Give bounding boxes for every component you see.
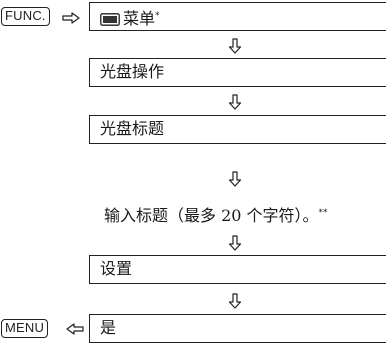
yes-label: 是 [100,318,117,337]
down-arrow-icon [228,235,242,251]
enter-title-note-mark: ** [318,208,328,218]
step-yes: 是 [89,314,386,343]
right-arrow-icon [62,12,80,24]
step-disc-title: 光盘标题 [89,115,386,144]
down-arrow-icon [228,38,242,54]
menu-label: 菜单 [123,9,156,28]
menu-screen-icon [100,13,120,26]
disc-operation-label: 光盘操作 [100,62,165,81]
step-menu: 菜单* [89,2,386,31]
func-button[interactable]: FUNC. [1,7,50,26]
down-arrow-icon [228,293,242,309]
down-arrow-icon [228,171,242,187]
menu-button[interactable]: MENU [1,319,49,338]
menu-note-mark: * [155,11,160,21]
down-arrow-icon [228,94,242,110]
disc-title-label: 光盘标题 [100,119,165,138]
step-enter-title: 输入标题（最多 20 个字符）。** [104,203,328,226]
settings-label: 设置 [100,259,133,278]
step-settings: 设置 [89,255,386,284]
enter-title-label: 输入标题（最多 20 个字符）。 [104,206,319,225]
left-arrow-icon [66,323,84,335]
step-disc-operation: 光盘操作 [89,58,386,87]
